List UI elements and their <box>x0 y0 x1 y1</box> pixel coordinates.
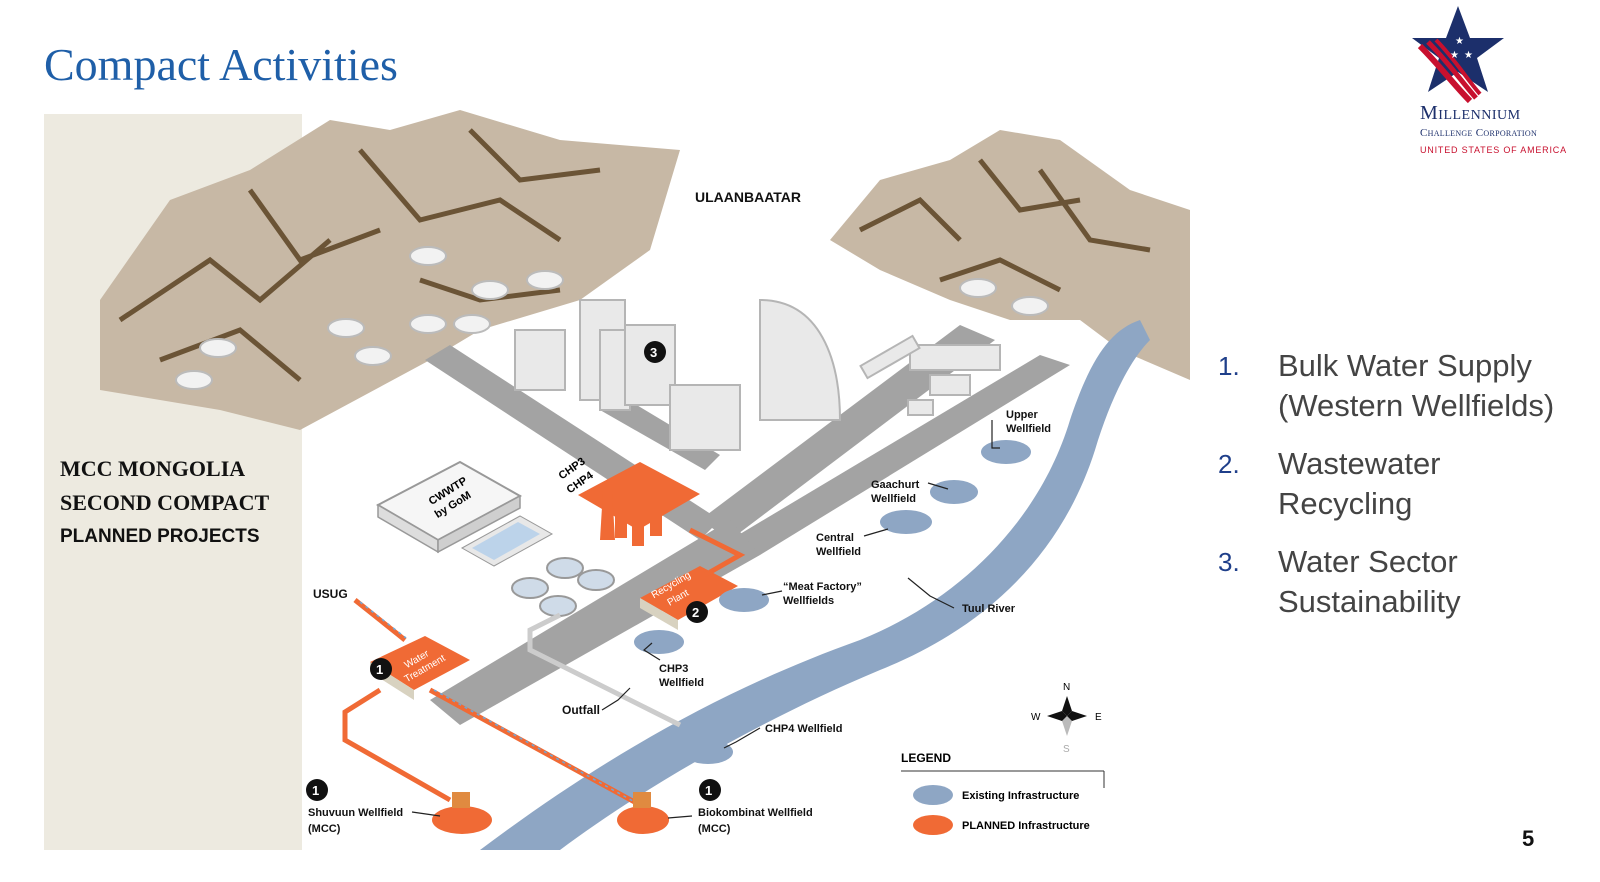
marker-1-bio: 1 <box>705 783 712 798</box>
chp4-wellfield-label: CHP4 Wellfield <box>765 723 842 735</box>
panel-line-3: PLANNED PROJECTS <box>60 526 260 547</box>
slide-title: Compact Activities <box>44 39 398 90</box>
logo-line-3: United States of America <box>1420 145 1567 155</box>
legend-existing-swatch <box>913 785 953 805</box>
city-buildings <box>514 298 1001 451</box>
legend-title: LEGEND <box>901 751 951 765</box>
mountains-right <box>830 130 1190 380</box>
svg-text:★: ★ <box>1455 36 1464 47</box>
meat-label-1: “Meat Factory” <box>783 581 862 593</box>
pipelines <box>342 527 746 808</box>
compass-s: S <box>1063 744 1070 755</box>
project-number: 3. <box>1218 547 1240 577</box>
roads <box>425 325 1070 725</box>
mcc-star-logo: ★ ★ ★ <box>1412 6 1504 104</box>
project-list: 1. Bulk Water Supply (Western Wellfields… <box>1218 346 1558 640</box>
central-label-1: Central <box>816 532 854 544</box>
marker-1-water: 1 <box>376 662 383 677</box>
tuul-river-label: Tuul River <box>962 603 1016 615</box>
chp-plant: CHP3 CHP4 <box>557 456 700 546</box>
reservoir-tanks <box>175 246 1049 390</box>
chp3-wellfield-label-1: CHP3 <box>659 663 688 675</box>
panel-title: MCC MONGOLIA SECOND COMPACT PLANNED PROJ… <box>60 452 269 554</box>
bio-label-1: Biokombinat Wellfield <box>698 807 813 819</box>
legend-planned-label: PLANNED Infrastructure <box>962 820 1090 832</box>
compass-n: N <box>1063 682 1070 693</box>
compass-rose: N S E W <box>1031 682 1102 755</box>
gaachurt-label-2: Wellfield <box>871 493 916 505</box>
project-item: 3. Water Sector Sustainability <box>1218 542 1558 622</box>
logo-line-1: Millennium <box>1420 102 1521 124</box>
bio-label-2: (MCC) <box>698 823 731 835</box>
water-treatment-plant: Water Treatment <box>370 636 470 700</box>
legend-existing-label: Existing Infrastructure <box>962 790 1079 802</box>
project-number: 1. <box>1218 351 1240 381</box>
project-label: Bulk Water Supply (Western Wellfields) <box>1278 348 1555 423</box>
city-label: ULAANBAATAR <box>695 189 801 205</box>
treatment-basins <box>460 515 615 617</box>
shuvuun-label-2: (MCC) <box>308 823 341 835</box>
page-number: 5 <box>1522 826 1535 851</box>
marker-3: 3 <box>650 345 657 360</box>
svg-text:★: ★ <box>1464 50 1473 61</box>
outfall-label: Outfall <box>562 703 600 717</box>
panel-line-1: MCC MONGOLIA <box>60 456 246 481</box>
marker-2: 2 <box>692 605 699 620</box>
upper-label-1: Upper <box>1006 409 1039 421</box>
mountains-left <box>100 110 680 430</box>
shuvuun-label-1: Shuvuun Wellfield <box>308 807 403 819</box>
project-number: 2. <box>1218 449 1240 479</box>
upper-label-2: Wellfield <box>1006 423 1051 435</box>
logo-wordmark: Millennium Challenge Corporation United … <box>1420 102 1580 155</box>
legend: LEGEND Existing Infrastructure PLANNED I… <box>901 751 1105 835</box>
usug-label: USUG <box>313 587 348 601</box>
project-item: 1. Bulk Water Supply (Western Wellfields… <box>1218 346 1558 426</box>
svg-text:★: ★ <box>1450 50 1459 61</box>
project-markers: 3 2 1 1 1 <box>306 341 721 801</box>
marker-1-shuvuun: 1 <box>312 783 319 798</box>
project-label: Water Sector Sustainability <box>1278 544 1461 619</box>
panel-line-2: SECOND COMPACT <box>60 490 270 515</box>
cwwtp-building: CWWTP by GoM <box>375 460 523 554</box>
central-label-2: Wellfield <box>816 546 861 558</box>
compass-e: E <box>1095 712 1102 723</box>
project-item: 2. Wastewater Recycling <box>1218 444 1558 524</box>
compass-w: W <box>1031 712 1041 723</box>
planned-wellfields <box>432 792 669 834</box>
project-label: Wastewater Recycling <box>1278 446 1441 521</box>
leader-lines <box>411 420 1000 819</box>
gaachurt-label-1: Gaachurt <box>871 479 920 491</box>
meat-label-2: Wellfields <box>783 595 834 607</box>
map-labels: ULAANBAATAR USUG Outfall Upper Wellfield… <box>308 189 1051 835</box>
chp3-wellfield-label-2: Wellfield <box>659 677 704 689</box>
legend-planned-swatch <box>913 815 953 835</box>
logo-line-2: Challenge Corporation <box>1420 127 1538 139</box>
